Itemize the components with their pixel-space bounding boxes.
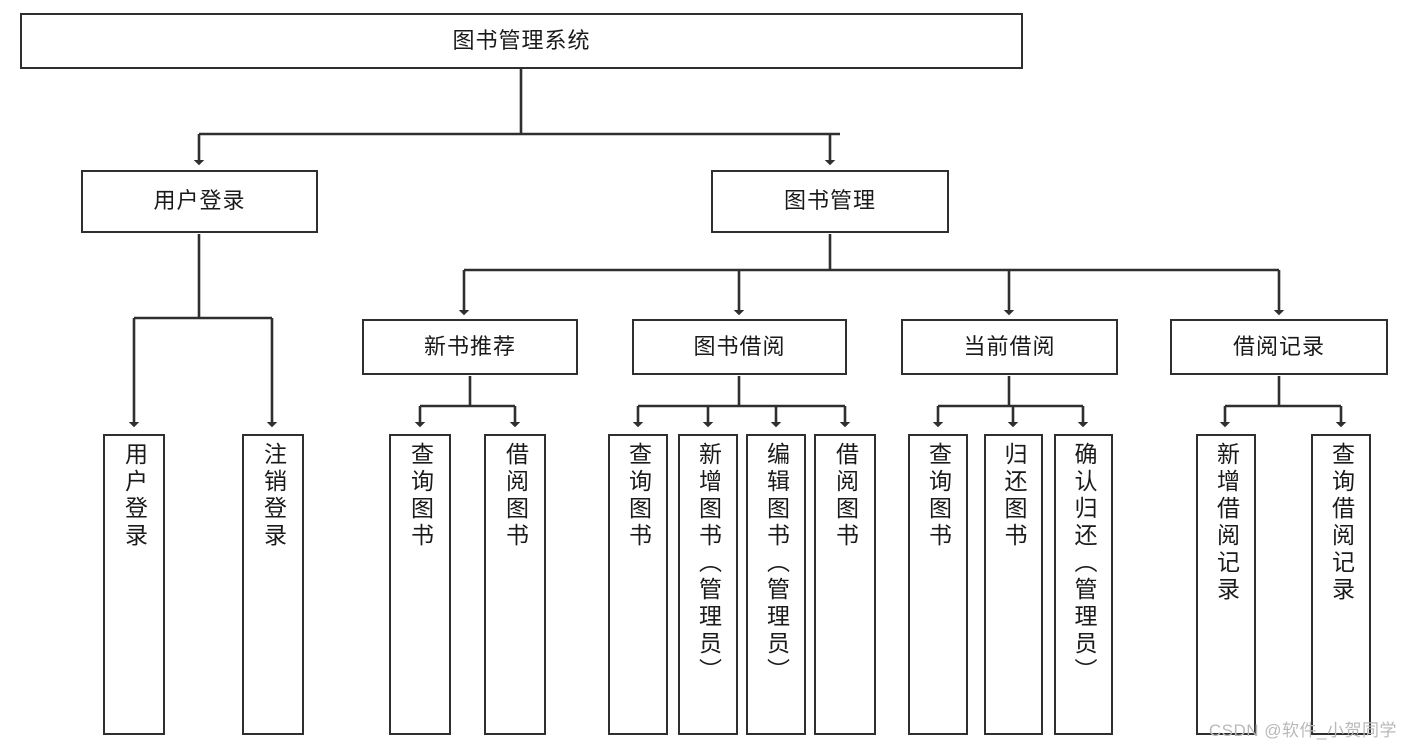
node-label: 新增借阅记录 <box>1213 442 1240 604</box>
node-label: 用户登录 <box>121 442 148 550</box>
node-label: 查询图书 <box>925 442 952 550</box>
node-label: 查询借阅记录 <box>1328 442 1355 604</box>
node-current-borrow[interactable]: 当前借阅 <box>901 319 1118 375</box>
leaf-user-login-login[interactable]: 用户登录 <box>103 434 165 735</box>
leaf-user-login-logout[interactable]: 注销登录 <box>242 434 304 735</box>
leaf-current-borrow-query-book[interactable]: 查询图书 <box>908 434 968 735</box>
node-label: 图书管理系统 <box>452 27 591 53</box>
node-label: 查询图书 <box>407 442 434 550</box>
leaf-book-borrow-add-book-admin[interactable]: 新增图书（管理员） <box>678 434 738 735</box>
node-label: 借阅图书 <box>502 442 529 550</box>
node-borrow-record[interactable]: 借阅记录 <box>1170 319 1388 375</box>
node-label: 借阅图书 <box>832 442 859 550</box>
node-label: 借阅记录 <box>1232 333 1325 359</box>
watermark: CSDN @软件_小贺同学 <box>1208 721 1397 740</box>
leaf-current-borrow-return-book[interactable]: 归还图书 <box>984 434 1043 735</box>
leaf-borrow-record-add-record[interactable]: 新增借阅记录 <box>1196 434 1256 735</box>
node-label: 确认归还（管理员） <box>1071 442 1097 685</box>
leaf-book-borrow-edit-book-admin[interactable]: 编辑图书（管理员） <box>746 434 806 735</box>
leaf-new-book-query-book[interactable]: 查询图书 <box>389 434 451 735</box>
leaf-current-borrow-confirm-return-admin[interactable]: 确认归还（管理员） <box>1054 434 1113 735</box>
node-label: 图书借阅 <box>693 333 786 359</box>
node-label: 当前借阅 <box>963 333 1056 359</box>
node-user-login[interactable]: 用户登录 <box>81 170 318 233</box>
node-label: 图书管理 <box>783 188 876 214</box>
node-book-management[interactable]: 图书管理 <box>711 170 949 233</box>
node-label: 新书推荐 <box>423 333 516 359</box>
leaf-book-borrow-borrow-book[interactable]: 借阅图书 <box>814 434 876 735</box>
node-book-borrow[interactable]: 图书借阅 <box>632 319 847 375</box>
node-label: 编辑图书（管理员） <box>763 442 790 685</box>
node-root-book-management-system[interactable]: 图书管理系统 <box>20 13 1023 69</box>
leaf-book-borrow-query-book[interactable]: 查询图书 <box>608 434 668 735</box>
node-label: 用户登录 <box>153 188 246 214</box>
node-label: 新增图书（管理员） <box>695 442 722 685</box>
leaf-new-book-borrow-book[interactable]: 借阅图书 <box>484 434 546 735</box>
leaf-borrow-record-query-record[interactable]: 查询借阅记录 <box>1311 434 1371 735</box>
node-label: 查询图书 <box>625 442 652 550</box>
node-label: 归还图书 <box>1001 442 1027 550</box>
node-new-book-recommend[interactable]: 新书推荐 <box>362 319 578 375</box>
node-label: 注销登录 <box>260 442 287 550</box>
